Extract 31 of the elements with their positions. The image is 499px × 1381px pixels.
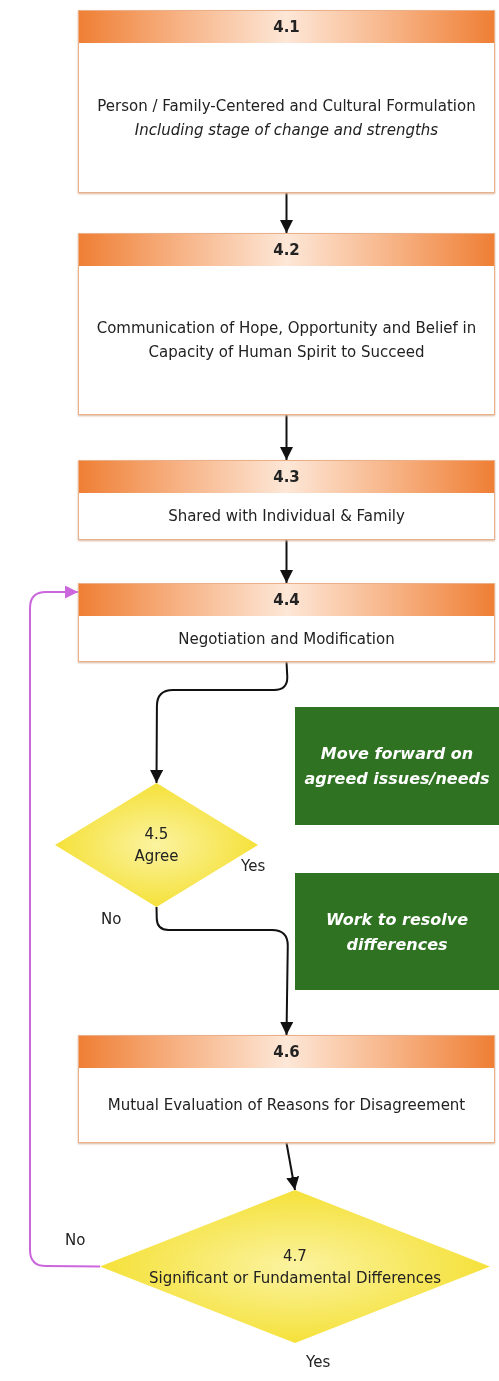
step-text: Mutual Evaluation of Reasons for Disagreement <box>107 1095 466 1116</box>
process-box <box>78 460 495 540</box>
decision-text: 4.5 <box>144 824 169 845</box>
step-text: Person / Family-Centered and Cultural Formulation <box>97 95 476 117</box>
arrow <box>285 1142 300 1191</box>
decision-text: Agree <box>134 846 179 867</box>
step-header: 4.2 <box>79 234 494 266</box>
step-header: 4.3 <box>79 461 494 493</box>
process-box <box>78 10 495 193</box>
step-text: Negotiation and Modification <box>178 628 395 650</box>
note-box <box>295 707 499 825</box>
arrow <box>280 414 293 461</box>
decision-text: Significant or Fundamental Differences <box>148 1267 442 1289</box>
arrow <box>280 539 293 584</box>
step-text: Communication of Hope, Opportunity and Belief in Capacity of Human Spirit to Succeed <box>95 318 478 363</box>
note-box <box>295 873 499 990</box>
note-text: Work to resolve differences <box>324 908 470 956</box>
step-header: 4.1 <box>79 11 494 43</box>
step-text: Shared with Individual & Family <box>168 506 405 527</box>
step-header: 4.6 <box>79 1036 494 1068</box>
process-box <box>78 1035 495 1143</box>
arrow <box>280 192 293 234</box>
step-note: Including stage of change and strengths <box>134 119 439 141</box>
arrow <box>150 661 289 784</box>
process-box <box>78 583 495 662</box>
arrow <box>29 585 101 1268</box>
step-header: 4.4 <box>79 584 494 616</box>
process-box <box>78 233 495 415</box>
arrow <box>155 906 294 1036</box>
decision-text: 4.7 <box>283 1245 307 1267</box>
note-text: Move forward on agreed issues/needs <box>303 743 491 790</box>
